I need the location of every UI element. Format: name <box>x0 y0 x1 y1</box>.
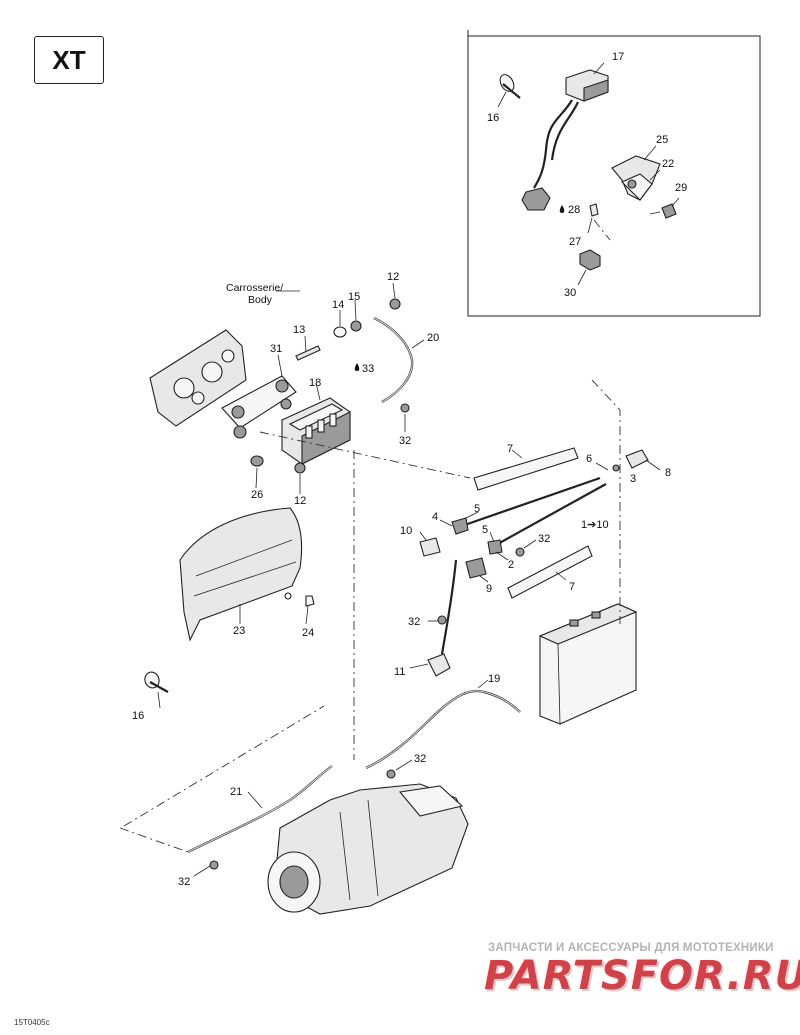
callout-31: 31 <box>270 343 282 355</box>
part-16-cable-tie <box>499 74 521 99</box>
nuts-26-12-32 <box>250 403 410 474</box>
callout-22: 22 <box>662 158 674 170</box>
callout-leaders <box>157 62 680 877</box>
callout-5: 5 <box>482 524 488 536</box>
callout-3: 3 <box>630 473 636 485</box>
callout-13: 13 <box>293 324 305 336</box>
callout-21: 21 <box>230 786 242 798</box>
part-31-rubber-grommets <box>221 375 297 439</box>
part-17-module <box>521 69 609 211</box>
nuts-32 <box>209 615 447 870</box>
part-25-bracket <box>611 155 661 201</box>
part-19-cable <box>365 689 521 769</box>
callout-2: 2 <box>508 559 514 571</box>
parts-4-5-6-cables <box>451 476 607 555</box>
drawing-code: 15T0405c <box>14 1018 50 1027</box>
callout-6: 6 <box>586 453 592 465</box>
callout-19: 19 <box>488 673 500 685</box>
callout-4: 4 <box>432 511 438 523</box>
callout-33: 33 <box>362 363 374 375</box>
watermark-logo: PARTSFOR.RU <box>484 953 800 999</box>
callout-29: 29 <box>675 182 687 194</box>
loctite-drop-icon <box>559 205 565 213</box>
loctite-drop-icon <box>354 363 360 371</box>
part-11-solenoid <box>427 559 458 677</box>
connection-lines <box>119 219 621 853</box>
carrosserie-label: Carrosserie/ <box>226 282 283 294</box>
part-24-rivet <box>305 595 315 607</box>
inset-frame <box>467 30 761 317</box>
callout-12: 12 <box>387 271 399 283</box>
parts-10-9-2 <box>419 537 525 579</box>
callout-15: 15 <box>348 291 360 303</box>
callout-5: 5 <box>474 503 480 515</box>
callout-14: 14 <box>332 299 344 311</box>
callout-18: 18 <box>309 377 321 389</box>
callout-labels: 17 16 25 22 29 28 27 30 12 15 14 13 20 3… <box>132 51 687 888</box>
callout-32: 32 <box>538 533 550 545</box>
part-18-relay-block <box>281 397 351 465</box>
callout-16: 16 <box>487 112 499 124</box>
part-23-shield <box>179 507 303 642</box>
part-28-screw <box>589 203 599 217</box>
callout-26: 26 <box>251 489 263 501</box>
callout-23: 23 <box>233 625 245 637</box>
callout-9: 9 <box>486 583 492 595</box>
range-note: 1➔10 <box>581 519 609 531</box>
callout-11: 11 <box>394 666 405 678</box>
callout-32: 32 <box>408 616 420 628</box>
body-label: Body <box>248 294 273 306</box>
part-29-bolt <box>649 203 677 219</box>
starter-motor <box>267 783 469 915</box>
callout-16: 16 <box>132 710 144 722</box>
part-30-nut <box>579 249 601 271</box>
part-16-lower-cable-tie <box>144 671 169 693</box>
battery <box>538 603 638 725</box>
callout-24: 24 <box>302 627 314 639</box>
callout-28: 28 <box>568 204 580 216</box>
callout-17: 17 <box>612 51 624 63</box>
hardware-13-14-15-12 <box>295 298 401 361</box>
callout-25: 25 <box>656 134 668 146</box>
callout-32: 32 <box>178 876 190 888</box>
callout-32: 32 <box>399 435 411 447</box>
part-7-sleeves <box>473 447 593 599</box>
callout-30: 30 <box>564 287 576 299</box>
watermark-tagline: ЗАПЧАСТИ И АКСЕССУАРЫ ДЛЯ МОТОТЕХНИКИ <box>488 942 774 954</box>
part-21-cable <box>187 765 333 853</box>
callout-8: 8 <box>665 467 671 479</box>
callout-7: 7 <box>507 443 513 455</box>
callout-32: 32 <box>414 753 426 765</box>
part-31-mounting-plate <box>149 329 247 427</box>
callout-20: 20 <box>427 332 439 344</box>
callout-10: 10 <box>400 525 412 537</box>
callout-7: 7 <box>569 581 575 593</box>
callout-12: 12 <box>294 495 306 507</box>
callout-27: 27 <box>569 236 581 248</box>
parts-3-8-terminal <box>612 449 649 472</box>
model-badge: XT <box>34 36 104 84</box>
part-20-cable <box>373 317 414 403</box>
